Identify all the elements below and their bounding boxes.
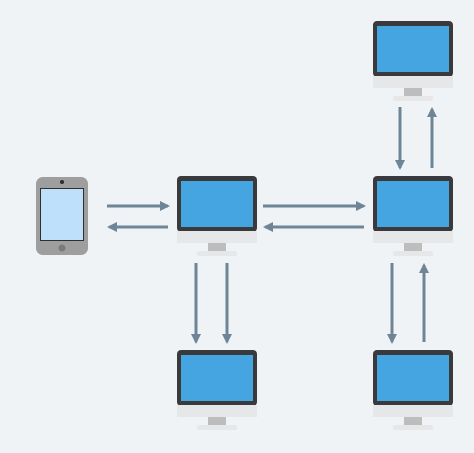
monitor-icon	[373, 176, 453, 256]
monitor-icon	[373, 21, 453, 101]
smartphone-icon	[36, 177, 88, 255]
monitor-icon	[177, 176, 257, 256]
monitor-icon	[177, 350, 257, 430]
monitor-icon	[373, 350, 453, 430]
